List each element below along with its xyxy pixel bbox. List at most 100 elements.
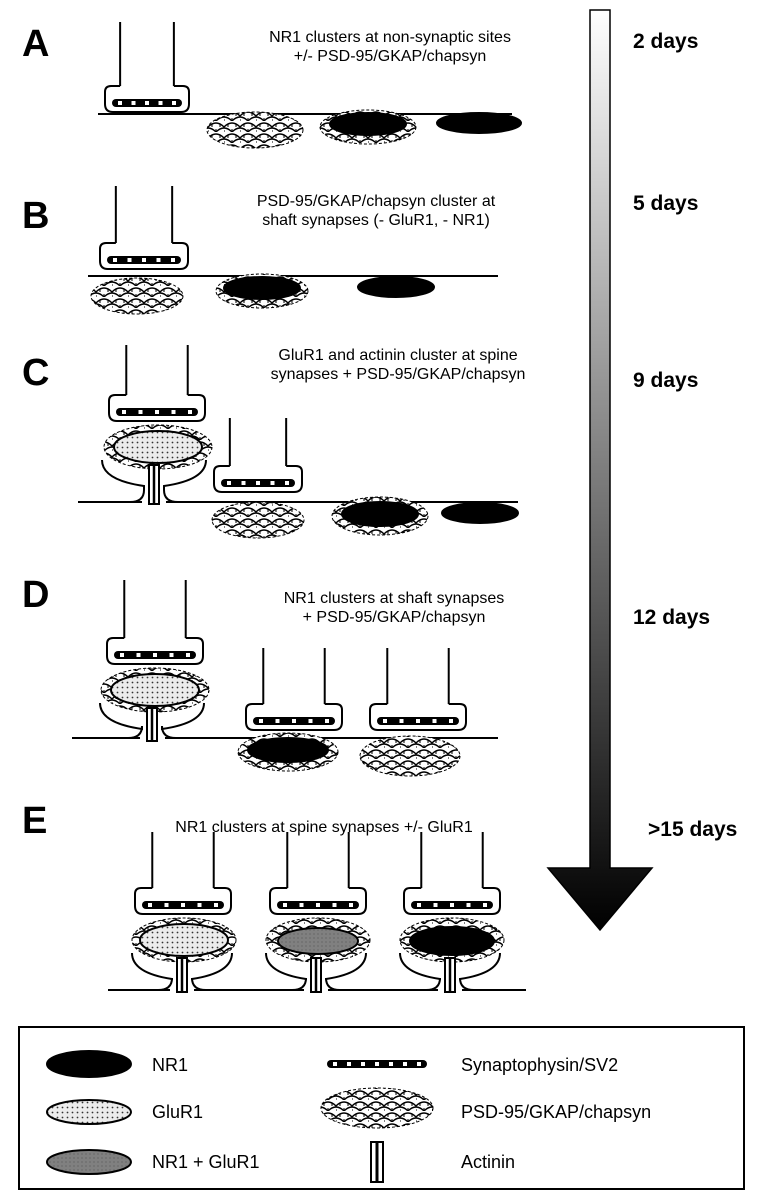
vesicle-dot — [466, 903, 471, 907]
timeline-label: 5 days — [633, 192, 698, 215]
vesicle-dot — [171, 410, 176, 414]
glur1-cluster — [113, 430, 203, 464]
vesicle-dot — [118, 101, 122, 105]
vesicle-dot — [375, 1062, 379, 1066]
legend-label-actinin: Actinin — [461, 1152, 515, 1172]
legend-label-glur1: GluR1 — [152, 1102, 203, 1122]
panel-caption: NR1 clusters at non-synaptic sites — [269, 29, 511, 46]
psd95-cluster — [211, 501, 305, 539]
time-arrow — [546, 9, 654, 932]
vesicle-dot — [389, 1062, 393, 1066]
panel-caption: shaft synapses (- GluR1, - NR1) — [262, 212, 490, 229]
vesicle-dot — [181, 903, 185, 907]
timeline-label: >15 days — [648, 818, 737, 841]
glur1-cluster — [110, 673, 200, 707]
vesicle-dot — [214, 903, 218, 907]
nr1-cluster — [441, 502, 519, 524]
psd95-cluster — [206, 111, 304, 149]
panel-letter-c: C — [22, 352, 49, 394]
vesicle-dot — [172, 101, 176, 105]
nr1-cluster — [357, 276, 435, 298]
vesicle-dot — [164, 903, 169, 907]
vesicle-dot — [259, 719, 263, 723]
nr1-cluster — [329, 112, 407, 136]
panel-caption: +/- PSD-95/GKAP/chapsyn — [294, 48, 487, 65]
vesicle-dot — [122, 410, 126, 414]
vesicle-dot — [138, 410, 143, 414]
vesicle-dot — [433, 903, 438, 907]
legend-nr1-glur1-swatch — [46, 1149, 132, 1175]
psd95-cluster — [90, 277, 184, 315]
vesicle-dot — [292, 719, 296, 723]
vesicle-dot — [283, 903, 287, 907]
panel-letter-d: D — [22, 574, 49, 616]
vesicle-dot — [136, 653, 141, 657]
glur1-cluster — [139, 923, 229, 957]
vesicle-dot — [417, 1062, 421, 1066]
dendritic-spine — [265, 952, 367, 991]
legend-glur1-swatch — [46, 1099, 132, 1125]
vesicle-dot — [361, 1062, 365, 1066]
nr1-cluster — [409, 926, 495, 956]
vesicle-dot — [256, 481, 260, 485]
vesicle-dot — [145, 101, 149, 105]
legend-label-psd95: PSD-95/GKAP/chapsyn — [461, 1102, 651, 1122]
vesicle-dot — [148, 903, 152, 907]
vesicle-dot — [169, 653, 174, 657]
legend-label-synaptophysin: Synaptophysin/SV2 — [461, 1055, 618, 1075]
vesicle-dot — [120, 653, 124, 657]
panel-caption: GluR1 and actinin cluster at spine — [278, 347, 517, 364]
nr1-cluster — [223, 276, 301, 300]
legend-label-nr1-glur1: NR1 + GluR1 — [152, 1152, 260, 1172]
timeline-label: 2 days — [633, 30, 698, 53]
vesicle-dot — [483, 903, 487, 907]
panel-caption: + PSD-95/GKAP/chapsyn — [303, 609, 486, 626]
nr1-cluster — [436, 112, 522, 134]
vesicle-dot — [432, 719, 437, 723]
panel-letter-a: A — [22, 23, 49, 65]
dendritic-spine — [399, 952, 501, 991]
psd95-cluster — [359, 735, 461, 777]
vesicle-dot — [197, 903, 202, 907]
vesicle-dot — [416, 719, 420, 723]
vesicle-dot — [171, 258, 175, 262]
dendritic-spine — [101, 459, 207, 503]
vesicle-dot — [113, 258, 117, 262]
vesicle-dot — [383, 719, 387, 723]
vesicle-dot — [325, 719, 329, 723]
nr1-glur1-cluster — [277, 927, 359, 955]
vesicle-dot — [450, 903, 454, 907]
vesicle-dot — [332, 903, 337, 907]
panel-letter-b: B — [22, 195, 49, 237]
legend-label-nr1: NR1 — [152, 1055, 188, 1075]
vesicle-dot — [227, 481, 231, 485]
vesicle-dot — [241, 481, 246, 485]
timeline-label: 12 days — [633, 606, 710, 629]
panel-caption: NR1 clusters at spine synapses +/- GluR1 — [175, 819, 473, 836]
vesicle-dot — [308, 719, 313, 723]
dendritic-spine — [99, 702, 205, 739]
vesicle-dot — [347, 1062, 351, 1066]
dendritic-spine — [131, 952, 233, 991]
panel-caption: synapses + PSD-95/GKAP/chapsyn — [271, 366, 526, 383]
panel-caption: PSD-95/GKAP/chapsyn cluster at — [257, 193, 496, 210]
vesicle-dot — [316, 903, 320, 907]
vesicle-dot — [270, 481, 275, 485]
vesicle-dot — [349, 903, 353, 907]
vesicle-dot — [399, 719, 404, 723]
vesicle-dot — [127, 258, 132, 262]
vesicle-dot — [158, 101, 163, 105]
vesicle-dot — [449, 719, 453, 723]
legend-psd95-swatch — [320, 1087, 434, 1129]
vesicle-dot — [188, 410, 192, 414]
timeline-label: 9 days — [633, 369, 698, 392]
nr1-cluster — [341, 501, 419, 527]
vesicle-dot — [333, 1062, 337, 1066]
panel-caption: NR1 clusters at shaft synapses — [284, 590, 505, 607]
vesicle-dot — [275, 719, 280, 723]
vesicle-dot — [186, 653, 190, 657]
vesicle-dot — [156, 258, 161, 262]
vesicle-dot — [155, 410, 159, 414]
vesicle-dot — [403, 1062, 407, 1066]
